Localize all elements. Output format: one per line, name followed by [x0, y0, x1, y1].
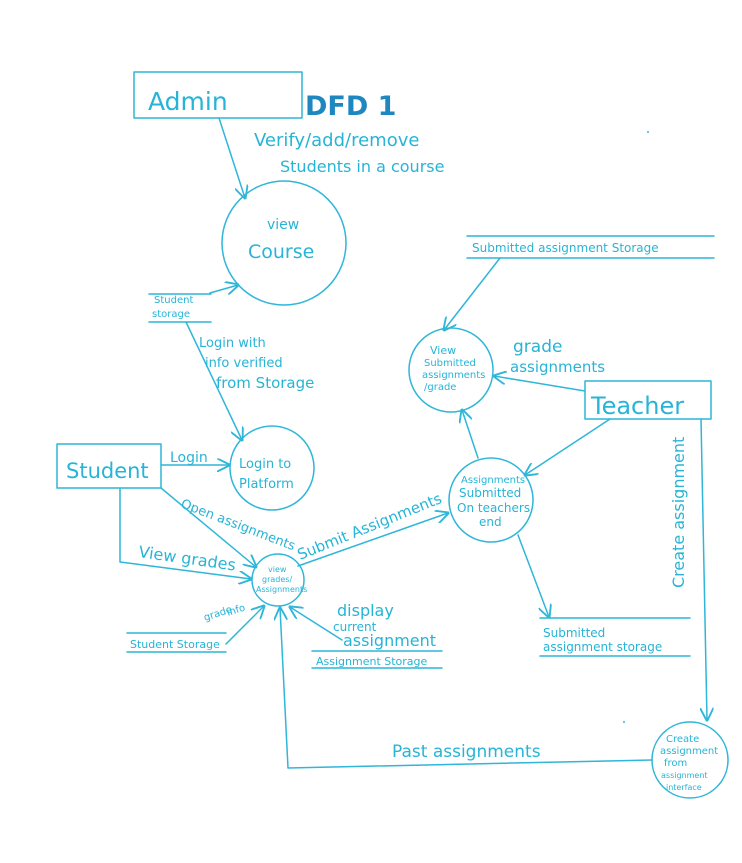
process-view-course[interactable]: view Course: [221, 180, 347, 306]
store-assignment-storage[interactable]: Assignment Storage: [311, 650, 443, 669]
process-login-line-2: Platform: [239, 477, 294, 492]
store-submitted-bottom-line-2: assignment storage: [543, 640, 662, 654]
process-assignments-submitted[interactable]: Assignments Submitted On teachers end: [448, 457, 534, 543]
stray-dot: [623, 721, 625, 723]
store-submitted-bottom[interactable]: Submitted assignment storage: [539, 617, 691, 657]
store-submitted-bottom-line-1: Submitted: [543, 626, 605, 640]
svg-text:current: current: [333, 620, 377, 634]
process-view-grades-line-3: Assignments: [256, 585, 307, 594]
diagram-title: DFD 1: [305, 91, 396, 122]
label-grade-assignments: grade assignments: [510, 337, 605, 376]
process-view-grades[interactable]: view grades/ Assignments: [251, 553, 307, 607]
process-create-assignment[interactable]: Create assignment from assignment interf…: [651, 721, 729, 799]
flow-submit-assignments: [297, 513, 448, 567]
label-login: Login: [170, 450, 208, 466]
process-assignments-submitted-line-3: On teachers: [457, 501, 530, 515]
svg-text:info verified: info verified: [205, 356, 283, 371]
store-student-top-line-1: Student: [154, 295, 193, 306]
process-login-platform[interactable]: Login to Platform: [229, 425, 315, 511]
process-create-line-3: from: [664, 758, 687, 769]
flow-open-assignments: [160, 487, 256, 567]
entity-student-label: Student: [66, 459, 149, 483]
process-view-grades-line-2: grades/: [262, 575, 292, 584]
process-create-line-2: assignment: [660, 746, 718, 757]
entity-admin-label: Admin: [148, 87, 228, 116]
label-grade-info: grade info: [203, 603, 247, 624]
svg-text:from Storage: from Storage: [216, 374, 314, 392]
store-assignment-label: Assignment Storage: [316, 655, 428, 668]
process-assignments-submitted-line-1: Assignments: [461, 475, 525, 486]
flow-display-current: [290, 607, 343, 641]
process-view-grades-line-1: view: [268, 565, 287, 574]
store-student-bottom-label: Student Storage: [130, 638, 220, 651]
process-view-submitted-line-3: assignments: [422, 370, 485, 381]
svg-text:Students in a course: Students in a course: [280, 157, 444, 176]
process-create-line-4: assignment: [661, 771, 708, 780]
process-view-submitted-line-1: View: [430, 344, 456, 357]
flow-submitted-to-view: [462, 410, 479, 459]
store-student-storage-top[interactable]: Student storage: [148, 293, 212, 323]
flow-past-assignments: [280, 608, 653, 769]
flow-storage-to-view-course: [209, 285, 238, 293]
process-assignments-submitted-line-4: end: [479, 515, 502, 529]
flow-submitted-to-store: [517, 534, 549, 617]
store-student-top-line-2: storage: [152, 309, 190, 320]
process-view-submitted-line-4: /grade: [424, 382, 456, 393]
process-view-course-line-2: Course: [248, 241, 314, 263]
process-assignments-submitted-line-2: Submitted: [459, 486, 521, 500]
label-login-verified: Login with info verified from Storage: [199, 336, 314, 392]
entity-teacher-label: Teacher: [590, 392, 684, 420]
flow-admin-to-view-course: [218, 117, 245, 198]
entity-teacher[interactable]: Teacher: [584, 380, 712, 420]
label-past-assignments: Past assignments: [392, 742, 541, 762]
svg-text:Verify/add/remove: Verify/add/remove: [254, 130, 419, 151]
label-view-grades: View grades: [137, 542, 237, 574]
label-display-current: display current assignment: [333, 601, 436, 650]
label-verify: Verify/add/remove Students in a course: [254, 130, 444, 176]
flow-view-grades: [119, 487, 251, 579]
label-create-assignment: Create assignment: [669, 437, 688, 588]
flow-create-assignment: [701, 418, 707, 720]
process-create-line-5: interface: [666, 783, 702, 792]
process-view-course-line-1: view: [267, 217, 299, 233]
flow-storage-to-login: [185, 321, 242, 440]
flow-grade-info: [225, 606, 264, 645]
svg-text:display: display: [337, 601, 394, 620]
svg-text:Login with: Login with: [199, 336, 266, 351]
process-view-submitted-line-2: Submitted: [424, 358, 476, 369]
stray-dot: [647, 131, 649, 133]
process-view-submitted[interactable]: View Submitted assignments /grade: [408, 327, 494, 413]
label-open-assignments: Open assignments: [179, 497, 298, 555]
entity-admin[interactable]: Admin: [133, 71, 303, 119]
store-student-storage-bottom[interactable]: Student Storage: [126, 632, 227, 653]
process-login-line-1: Login to: [239, 457, 291, 472]
flow-store-to-view-submitted: [444, 257, 501, 330]
entity-student[interactable]: Student: [56, 443, 162, 489]
process-create-line-1: Create: [666, 734, 699, 745]
flow-grade-assignments: [494, 376, 586, 392]
svg-text:assignments: assignments: [510, 358, 605, 376]
svg-text:grade: grade: [513, 337, 562, 357]
label-submit-assignments: Submit Assignments: [295, 489, 445, 563]
store-submitted-top[interactable]: Submitted assignment Storage: [466, 235, 715, 259]
svg-text:assignment: assignment: [343, 631, 436, 650]
flow-teacher-to-submitted: [525, 418, 611, 475]
store-submitted-top-label: Submitted assignment Storage: [472, 241, 659, 255]
